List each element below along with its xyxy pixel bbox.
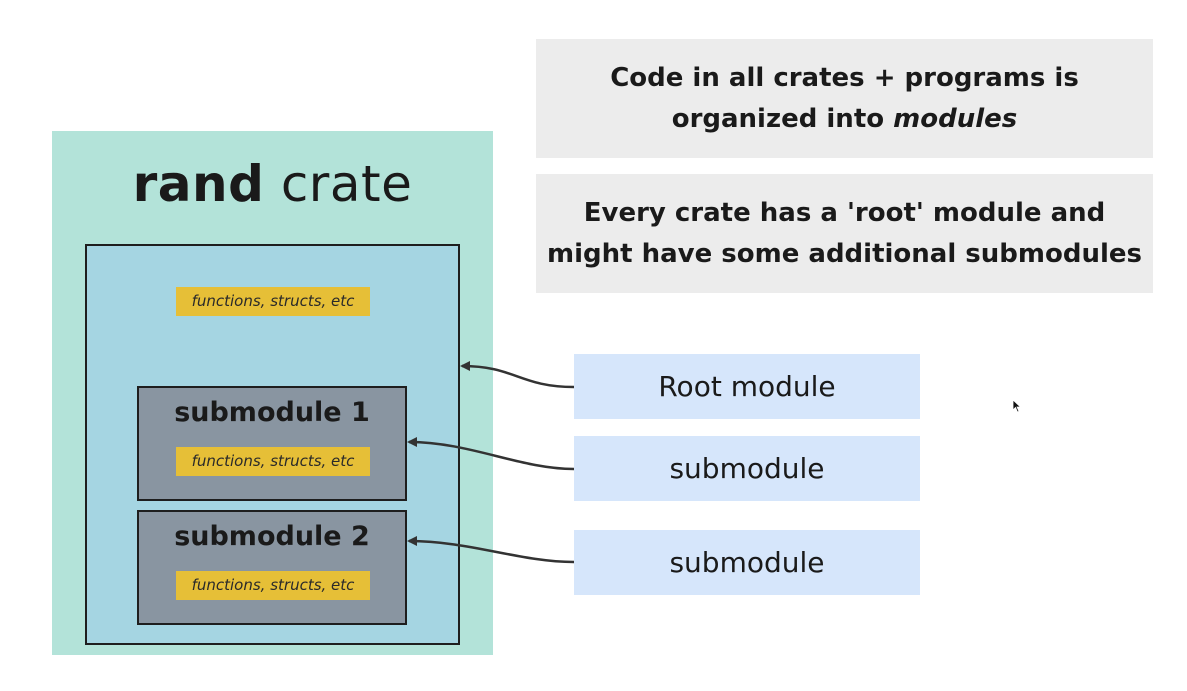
info-modules-prefix: organized into — [671, 103, 894, 134]
submodule-1-title: submodule 1 — [174, 397, 370, 428]
info-box-root-module: Every crate has a 'root' module and migh… — [536, 174, 1153, 293]
submodule-1-box — [137, 386, 407, 501]
mouse-pointer-icon — [1012, 399, 1022, 413]
submodule-1-items-tag: functions, structs, etc — [176, 447, 370, 476]
info-root-line-2: might have some additional submodules — [546, 238, 1142, 269]
submodule-2-title: submodule 2 — [174, 521, 370, 552]
label-submodule-2: submodule — [574, 530, 920, 595]
submodule-2-box — [137, 510, 407, 625]
root-module-items-tag: functions, structs, etc — [176, 287, 370, 316]
label-root-module: Root module — [574, 354, 920, 419]
label-submodule-1: submodule — [574, 436, 920, 501]
info-modules-line-1: Code in all crates + programs is — [610, 62, 1079, 93]
info-box-modules: Code in all crates + programs is organiz… — [536, 39, 1153, 158]
crate-name: rand — [132, 155, 265, 213]
info-modules-line-2: organized into modules — [672, 99, 1018, 140]
submodule-2-items-tag: functions, structs, etc — [176, 571, 370, 600]
info-modules-emphasis: modules — [893, 103, 1018, 134]
crate-title: rand crate — [52, 152, 493, 216]
crate-suffix: crate — [280, 155, 413, 213]
info-root-line-1: Every crate has a 'root' module and — [583, 197, 1106, 228]
